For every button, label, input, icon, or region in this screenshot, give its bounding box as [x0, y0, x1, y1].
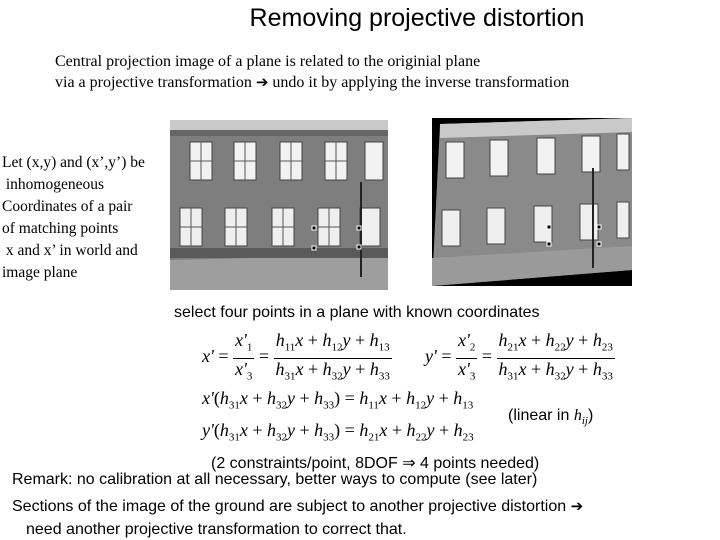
right-arrow-icon: ➔: [255, 73, 269, 91]
original-building-photo: [170, 120, 388, 290]
need-text: need another projective transformation t…: [26, 521, 407, 538]
definition-line: x and x’ in world and: [2, 242, 138, 259]
intro-line-1: Central projection image of a plane is r…: [55, 53, 481, 70]
right-arrow-icon: ➔: [570, 497, 584, 515]
constraints-note: (2 constraints/point, 8DOF ⇒ 4 points ne…: [211, 455, 540, 472]
slide-title: Removing projective distortion: [249, 4, 585, 32]
definition-line: Coordinates of a pair: [2, 198, 133, 215]
remark-text: Remark: no calibration at all necessary,…: [12, 471, 538, 488]
definition-line: of matching points: [2, 220, 119, 237]
equation-linear-y: y'(h31x + h32y + h33) = h21x + h22y + h2…: [202, 420, 474, 444]
implies-symbol: ⇒: [402, 455, 416, 472]
intro-line-2: via a projective transformation ➔ undo i…: [55, 73, 570, 91]
definition-text: Let (x,y) and (x’,y’) be inhomogeneous C…: [2, 152, 145, 284]
equation-linear-x: x'(h31x + h32y + h33) = h11x + h12y + h1…: [202, 388, 474, 412]
select-points-text: select four points in a plane with known…: [174, 304, 540, 321]
definition-line: Let (x,y) and (x’,y’) be: [2, 154, 145, 171]
definition-line: image plane: [2, 264, 78, 281]
linear-note: (linear in hij): [508, 407, 594, 428]
rectified-building-photo: [432, 118, 632, 286]
sections-text: Sections of the image of the ground are …: [12, 497, 584, 515]
definition-line: inhomogeneous: [2, 176, 105, 193]
intro-text: Central projection image of a plane is r…: [55, 51, 569, 93]
